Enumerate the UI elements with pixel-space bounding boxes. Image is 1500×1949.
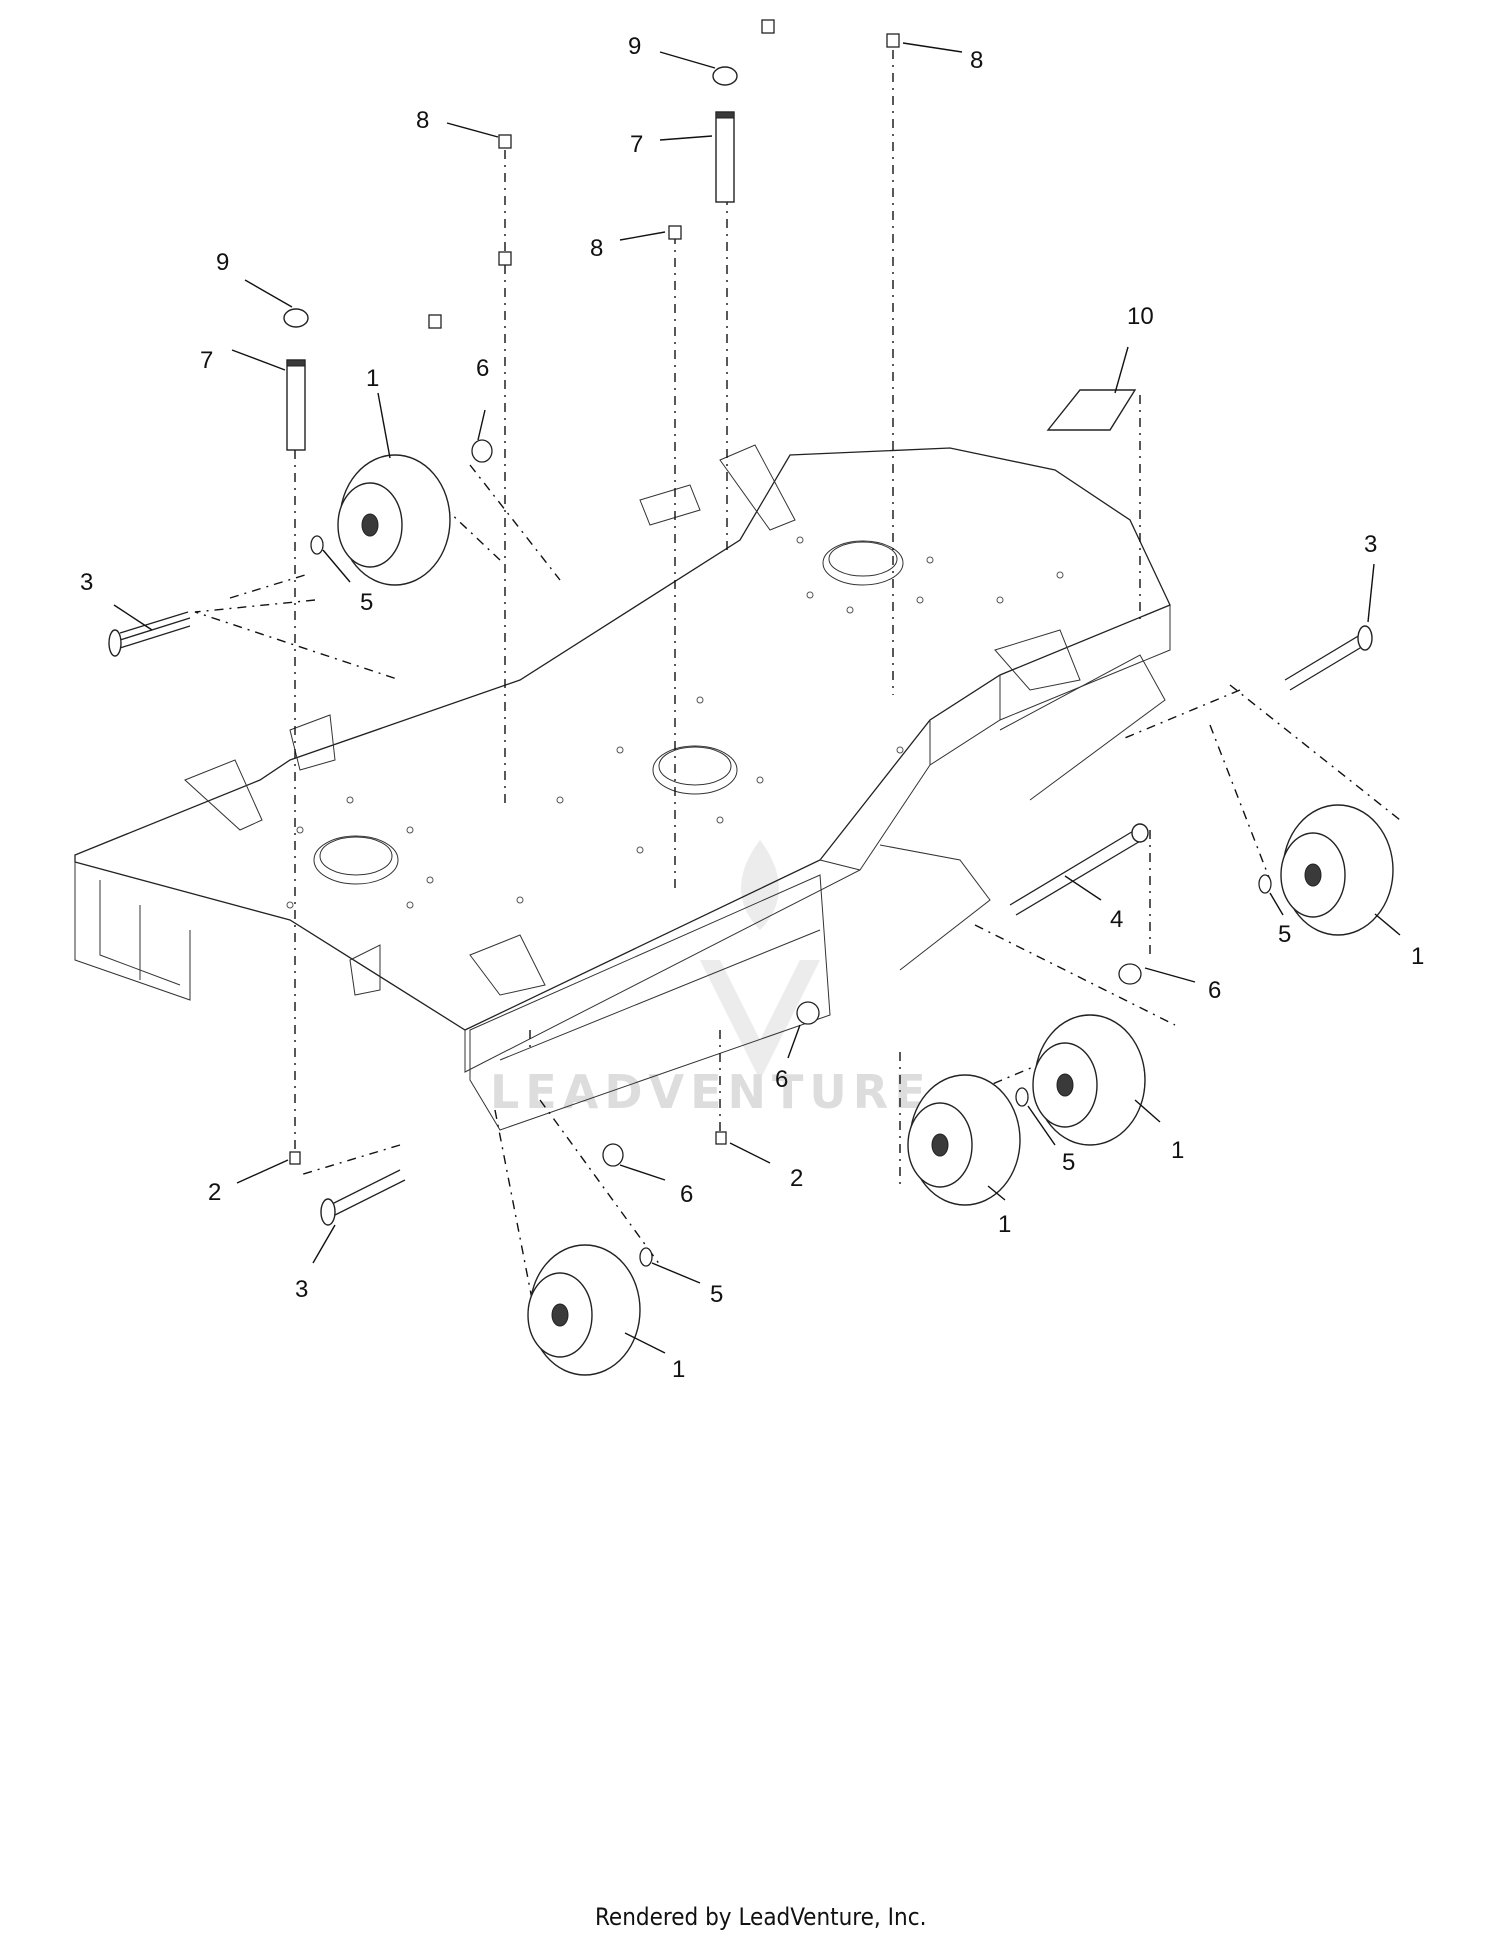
callout-8-center: 8 [590, 235, 603, 262]
pin-right [1284, 625, 1373, 691]
callout-2-center: 2 [790, 1165, 803, 1192]
callout-6-upper: 6 [476, 355, 489, 382]
callout-5-front-left: 5 [710, 1281, 723, 1308]
gauge-wheel-front-left [527, 1244, 641, 1376]
nut-front-center [796, 1001, 820, 1025]
nut-upper [471, 439, 493, 463]
watermark-text: LEADVENTURE [490, 1065, 932, 1119]
gauge-wheel-front-right-rear [1032, 1014, 1146, 1146]
gauge-wheel-right [1280, 804, 1394, 936]
pin-front [320, 1169, 406, 1226]
washer-front-left [639, 1247, 653, 1267]
footer-credit: Rendered by LeadVenture, Inc. [595, 1903, 926, 1931]
rod [1009, 823, 1149, 916]
leader-lines [113, 42, 1401, 1354]
callout-9-left: 9 [216, 249, 229, 276]
callout-5-front-right: 5 [1062, 1149, 1075, 1176]
callout-1-front-right-rear: 1 [1171, 1137, 1184, 1164]
pin-left [108, 611, 191, 657]
callouts: 1 1 1 1 1 1 2 2 3 3 3 4 5 5 5 5 6 6 6 6 … [80, 33, 1424, 1383]
washer-front-right [1015, 1087, 1029, 1107]
bolt-top-f [428, 314, 442, 329]
bolt-top-d [886, 33, 900, 48]
parts [108, 19, 1394, 1376]
watermark: LEADVENTURE [490, 840, 932, 1119]
callout-1-right: 1 [1411, 943, 1424, 970]
callout-4: 4 [1110, 906, 1123, 933]
nut-right [1118, 963, 1142, 985]
callout-6-front-center: 6 [775, 1066, 788, 1093]
spacer-center [715, 111, 735, 203]
bolt-top-a [498, 134, 512, 149]
callout-3-front: 3 [295, 1276, 308, 1303]
spacer-left [286, 359, 306, 451]
callout-5-left: 5 [360, 589, 373, 616]
screw-center [715, 1131, 727, 1145]
callout-6-front-left: 6 [680, 1181, 693, 1208]
gauge-wheel-front-right-front [907, 1074, 1021, 1206]
callout-1-front-right-front: 1 [998, 1211, 1011, 1238]
bolt-top-b [498, 251, 512, 266]
cap-center [712, 66, 738, 86]
callout-7-left: 7 [200, 347, 213, 374]
washer-right [1258, 874, 1272, 894]
mower-deck [74, 444, 1171, 1131]
decal [1046, 389, 1137, 431]
callout-1-front-left: 1 [672, 1356, 685, 1383]
callout-2-left: 2 [208, 1179, 221, 1206]
callout-9-center: 9 [628, 33, 641, 60]
nut-front-left [602, 1143, 624, 1167]
cap-left [283, 308, 309, 328]
screw-left [289, 1151, 301, 1165]
callout-8-left: 8 [416, 107, 429, 134]
bolt-top-e [761, 19, 775, 34]
callout-6-right: 6 [1208, 977, 1221, 1004]
callout-3-left: 3 [80, 569, 93, 596]
bolt-top-c [668, 225, 682, 240]
gauge-wheel-upper-left [337, 454, 451, 586]
callout-10: 10 [1127, 303, 1154, 330]
callout-5-right: 5 [1278, 921, 1291, 948]
callout-8-right: 8 [970, 47, 983, 74]
assembly-lines [194, 50, 1401, 1341]
callout-1-upper-left: 1 [366, 365, 379, 392]
callout-3-right: 3 [1364, 531, 1377, 558]
watermark-logo [700, 840, 820, 1080]
washer-left [310, 535, 324, 555]
callout-7-center: 7 [630, 131, 643, 158]
